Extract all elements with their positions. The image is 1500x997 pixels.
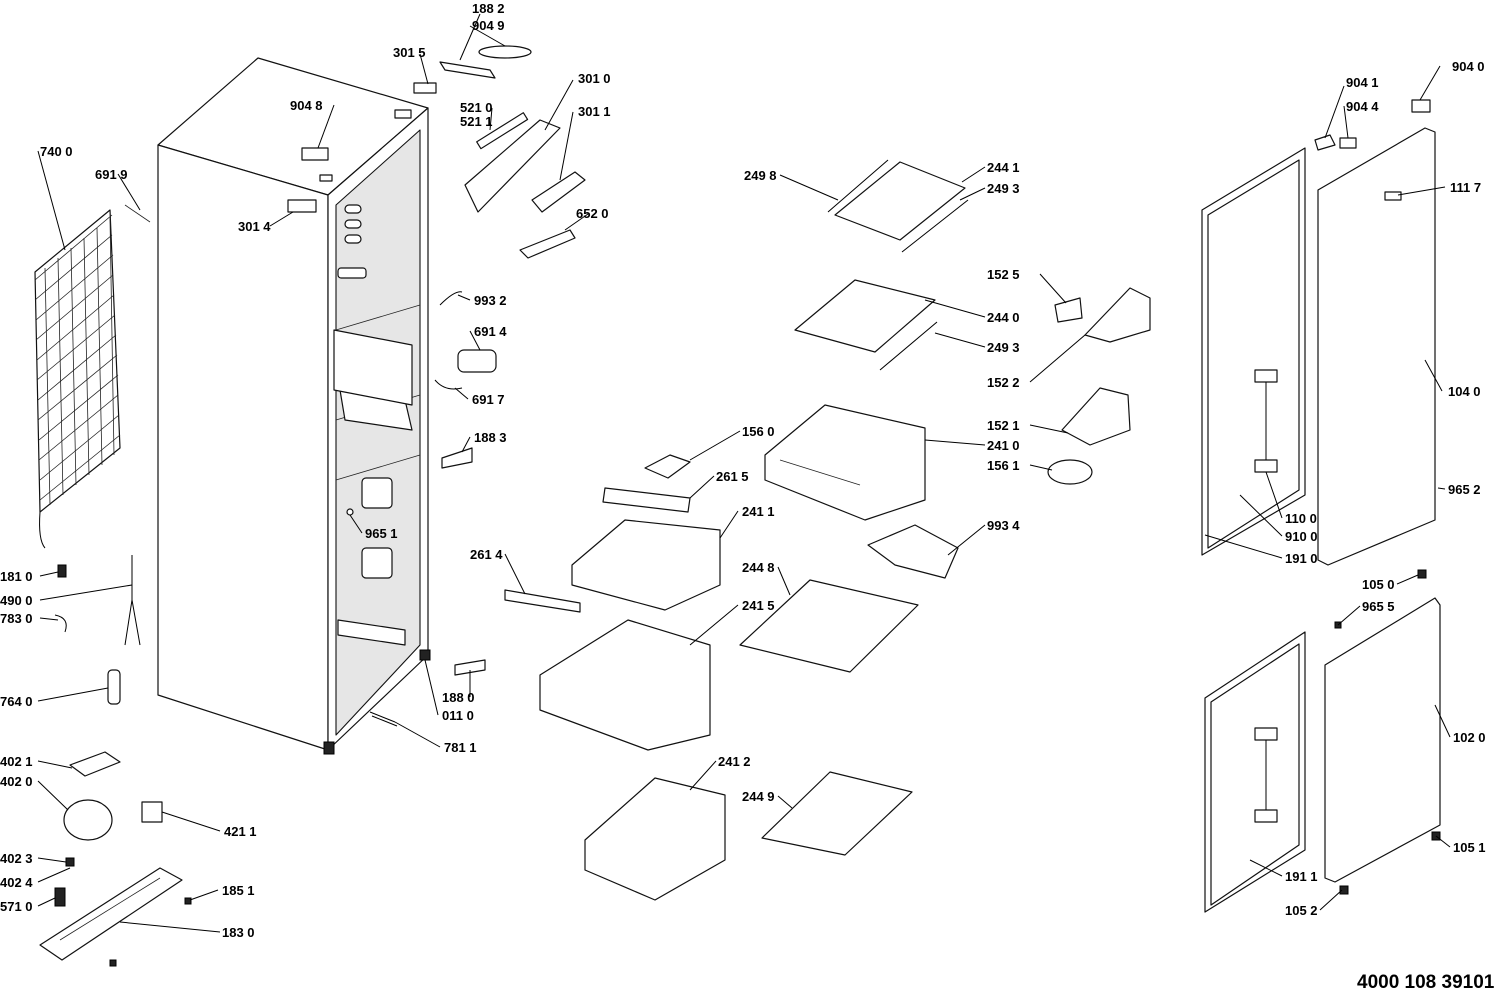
label-521-1: 521 1 (460, 114, 493, 129)
label-421-1: 421 1 (224, 824, 257, 839)
label-904-9: 904 9 (472, 18, 505, 33)
label-402-0: 402 0 (0, 774, 33, 789)
label-904-8: 904 8 (290, 98, 323, 113)
label-910-0: 910 0 (1285, 529, 1318, 544)
label-244-0: 244 0 (987, 310, 1020, 325)
label-244-9: 244 9 (742, 789, 775, 804)
label-571-0: 571 0 (0, 899, 33, 914)
label-402-1: 402 1 (0, 754, 33, 769)
label-156-0: 156 0 (742, 424, 775, 439)
label-241-1: 241 1 (742, 504, 775, 519)
label-261-5: 261 5 (716, 469, 749, 484)
label-691-7: 691 7 (472, 392, 505, 407)
label-105-1: 105 1 (1453, 840, 1486, 855)
label-740-0: 740 0 (40, 144, 73, 159)
label-904-4: 904 4 (1346, 99, 1379, 114)
label-965-2: 965 2 (1448, 482, 1481, 497)
label-188-2: 188 2 (472, 1, 505, 16)
leader-lines (37, 13, 1451, 933)
label-105-2: 105 2 (1285, 903, 1318, 918)
label-244-1: 244 1 (987, 160, 1020, 175)
label-301-1: 301 1 (578, 104, 611, 119)
fridge-cabinet (157, 57, 431, 755)
label-152-5: 152 5 (987, 267, 1020, 282)
label-301-4: 301 4 (238, 219, 271, 234)
label-781-1: 781 1 (444, 740, 477, 755)
label-181-0: 181 0 (0, 569, 33, 584)
compressor-parts (39, 555, 192, 967)
label-111-7: 111 7 (1450, 180, 1481, 195)
label-241-5: 241 5 (742, 598, 775, 613)
label-183-0: 183 0 (222, 925, 255, 940)
label-261-4: 261 4 (470, 547, 503, 562)
label-993-2: 993 2 (474, 293, 507, 308)
label-241-2: 241 2 (718, 754, 751, 769)
label-152-2: 152 2 (987, 375, 1020, 390)
label-191-1: 191 1 (1285, 869, 1318, 884)
label-152-1: 152 1 (987, 418, 1020, 433)
label-965-1: 965 1 (365, 526, 398, 541)
label-652-0: 652 0 (576, 206, 609, 221)
label-102-0: 102 0 (1453, 730, 1486, 745)
label-110-0: 110 0 (1285, 511, 1317, 526)
label-904-1: 904 1 (1346, 75, 1379, 90)
label-185-1: 185 1 (222, 883, 255, 898)
label-521-0: 521 0 (460, 100, 493, 115)
label-764-0: 764 0 (0, 694, 33, 709)
label-249-3-mid: 249 3 (987, 340, 1020, 355)
label-188-0: 188 0 (442, 690, 475, 705)
label-490-0: 490 0 (0, 593, 33, 608)
label-993-4: 993 4 (987, 518, 1020, 533)
label-904-0: 904 0 (1452, 59, 1485, 74)
label-783-0: 783 0 (0, 611, 33, 626)
doors (1201, 99, 1441, 913)
label-011-0: 011 0 (442, 708, 474, 723)
label-241-0: 241 0 (987, 438, 1020, 453)
label-402-3: 402 3 (0, 851, 33, 866)
label-188-3: 188 3 (474, 430, 507, 445)
document-number: 4000 108 39101 (1357, 972, 1495, 993)
label-301-0: 301 0 (578, 71, 611, 86)
label-965-5: 965 5 (1362, 599, 1395, 614)
label-301-5: 301 5 (393, 45, 426, 60)
label-402-4: 402 4 (0, 875, 33, 890)
condenser-coil (34, 204, 151, 549)
label-691-4: 691 4 (474, 324, 507, 339)
label-691-9: 691 9 (95, 167, 128, 182)
label-105-0: 105 0 (1362, 577, 1395, 592)
label-191-0: 191 0 (1285, 551, 1318, 566)
label-244-8: 244 8 (742, 560, 775, 575)
shelves-drawers (504, 159, 1151, 901)
label-156-1: 156 1 (987, 458, 1020, 473)
label-249-8: 249 8 (744, 168, 777, 183)
label-249-3-top: 249 3 (987, 181, 1020, 196)
label-104-0: 104 0 (1448, 384, 1481, 399)
